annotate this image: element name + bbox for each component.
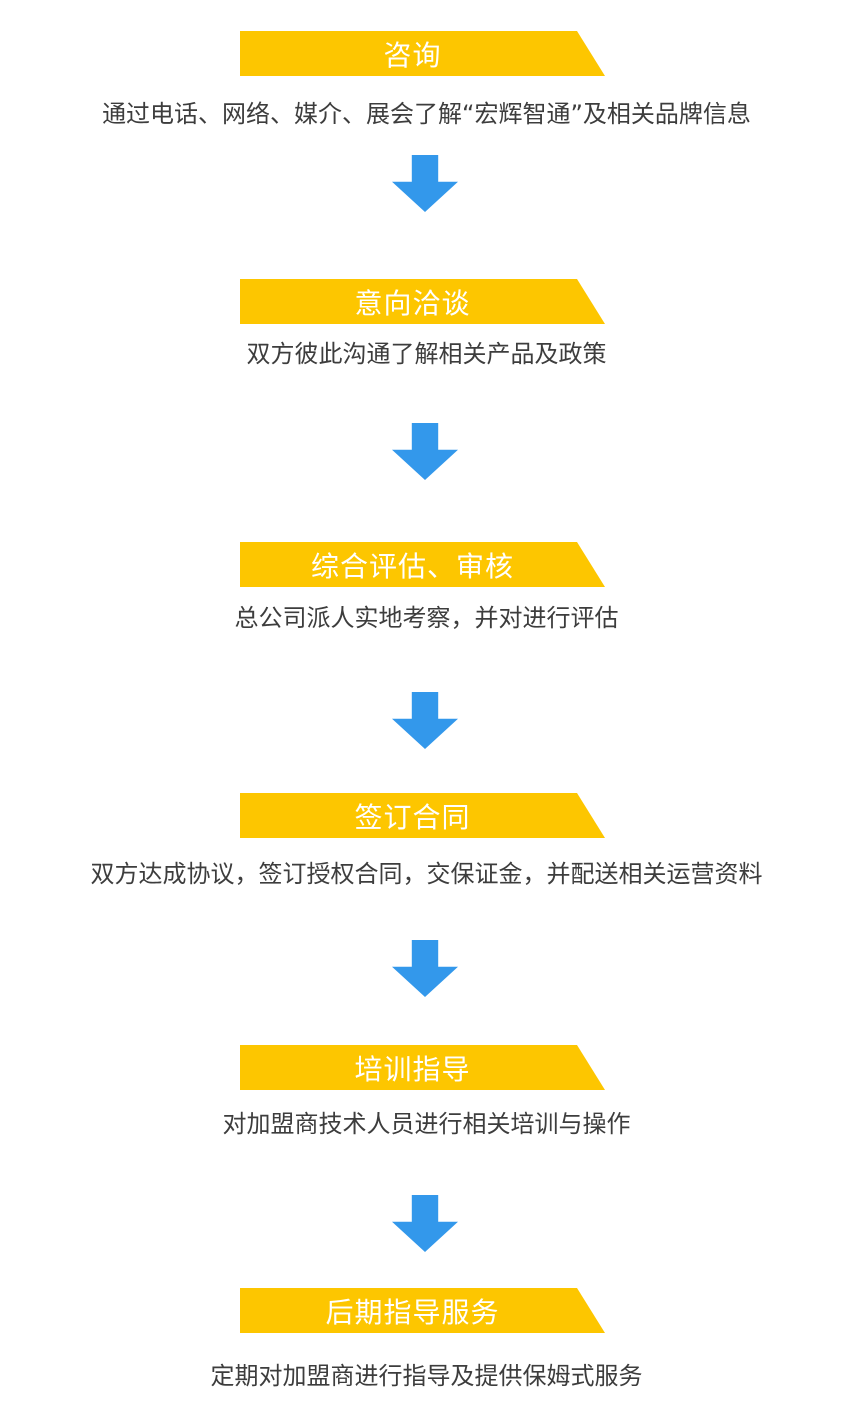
step-description: 通过电话、网络、媒介、展会了解“宏辉智通”及相关品牌信息 [102, 100, 751, 128]
arrow-down-icon [392, 692, 458, 749]
step-title: 综合评估、审核 [310, 549, 514, 583]
step-banner-intent-negotiation: 意向洽谈 [240, 279, 605, 324]
step-title: 咨询 [383, 38, 442, 72]
step-description: 双方彼此沟通了解相关产品及政策 [246, 340, 607, 368]
step-banner-consultation: 咨询 [240, 31, 605, 76]
arrow-down-icon [392, 155, 458, 212]
step-title: 后期指导服务 [325, 1295, 500, 1329]
step-title: 意向洽谈 [354, 286, 471, 320]
step-description: 对加盟商技术人员进行相关培训与操作 [222, 1110, 631, 1138]
step-title: 签订合同 [354, 800, 471, 834]
arrow-down-icon [392, 940, 458, 997]
step-title: 培训指导 [354, 1052, 471, 1086]
step-banner-followup-service: 后期指导服务 [240, 1288, 605, 1333]
step-description: 总公司派人实地考察，并对进行评估 [234, 604, 619, 632]
step-description: 定期对加盟商进行指导及提供保姆式服务 [210, 1362, 643, 1390]
step-description: 双方达成协议，签订授权合同，交保证金，并配送相关运营资料 [90, 860, 763, 888]
step-banner-evaluation-review: 综合评估、审核 [240, 542, 605, 587]
arrow-down-icon [392, 423, 458, 480]
arrow-down-icon [392, 1195, 458, 1252]
step-banner-sign-contract: 签订合同 [240, 793, 605, 838]
step-banner-training-guidance: 培训指导 [240, 1045, 605, 1090]
